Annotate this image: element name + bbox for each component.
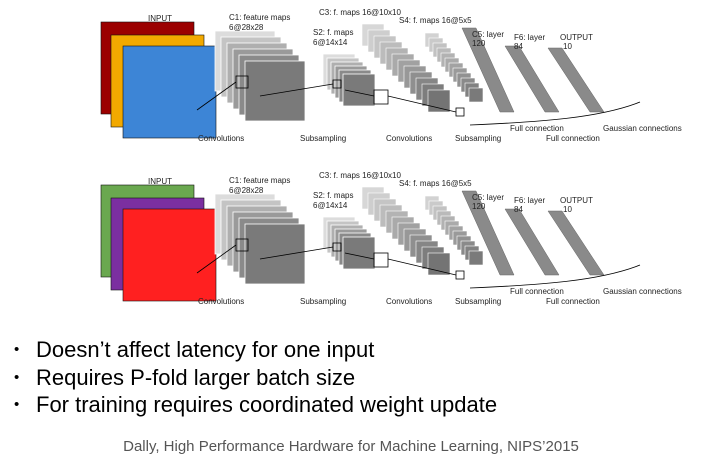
c3-feature-map bbox=[427, 252, 451, 276]
convolutions-label-2: Convolutions bbox=[386, 134, 432, 143]
s2-feature-map bbox=[342, 73, 376, 107]
convolutions-label-1: Convolutions bbox=[198, 134, 244, 143]
bullet-text: For training requires coordinated weight… bbox=[36, 392, 498, 417]
fully-connected-band bbox=[461, 27, 515, 113]
fully-connected-band bbox=[504, 45, 560, 113]
projection-line bbox=[259, 83, 334, 97]
subsampling-label-1: Subsampling bbox=[300, 297, 346, 306]
s2-dims-label: 6@14x14 bbox=[313, 38, 348, 47]
bullet-icon: • bbox=[14, 396, 20, 413]
projection-line bbox=[259, 246, 334, 260]
s2-label: S2: f. maps bbox=[313, 28, 353, 37]
output-dims-label: 10 bbox=[563, 205, 572, 214]
c5-label: C5: layer bbox=[472, 30, 504, 39]
c5-dims-label: 120 bbox=[472, 202, 486, 211]
f6-dims-label: 84 bbox=[514, 42, 523, 51]
gaussian-connections-label: Gaussian connections bbox=[603, 287, 682, 296]
bullet-text: Doesn’t affect latency for one input bbox=[36, 337, 375, 362]
kernel-square bbox=[455, 270, 465, 280]
output-label: OUTPUT bbox=[560, 196, 593, 205]
fully-connected-band bbox=[504, 208, 560, 276]
f6-label: F6: layer bbox=[514, 33, 545, 42]
projection-line bbox=[196, 244, 237, 274]
c1-feature-map bbox=[244, 223, 306, 285]
lenet-diagram-top: INPUT C1: feature maps 6@28x28 S2: f. ma… bbox=[100, 8, 682, 143]
subsampling-label-1: Subsampling bbox=[300, 134, 346, 143]
c1-dims-label: 6@28x28 bbox=[229, 23, 264, 32]
c1-label: C1: feature maps bbox=[229, 13, 290, 22]
f6-label: F6: layer bbox=[514, 196, 545, 205]
gaussian-connection-curve bbox=[469, 101, 641, 126]
subsampling-label-2: Subsampling bbox=[455, 297, 501, 306]
projection-line bbox=[196, 81, 237, 111]
full-connection-label-1: Full connection bbox=[510, 287, 564, 296]
c5-label: C5: layer bbox=[472, 193, 504, 202]
s4-feature-map bbox=[468, 250, 484, 266]
s2-label: S2: f. maps bbox=[313, 191, 353, 200]
output-dims-label: 10 bbox=[563, 42, 572, 51]
input-channel-square bbox=[122, 208, 217, 302]
bullet-icon: • bbox=[14, 341, 20, 358]
full-connection-label-2: Full connection bbox=[546, 134, 600, 143]
input-label: INPUT bbox=[148, 14, 172, 23]
full-connection-label-2: Full connection bbox=[546, 297, 600, 306]
gaussian-connections-label: Gaussian connections bbox=[603, 124, 682, 133]
s4-label: S4: f. maps 16@5x5 bbox=[399, 179, 472, 188]
citation: Dally, High Performance Hardware for Mac… bbox=[123, 438, 579, 455]
kernel-square bbox=[373, 89, 389, 105]
subsampling-label-2: Subsampling bbox=[455, 134, 501, 143]
s2-dims-label: 6@14x14 bbox=[313, 201, 348, 210]
convolutions-label-2: Convolutions bbox=[386, 297, 432, 306]
f6-dims-label: 84 bbox=[514, 205, 523, 214]
s4-feature-map bbox=[468, 87, 484, 103]
bullet-item: • Requires P-fold larger batch size bbox=[14, 364, 497, 392]
bullet-item: • Doesn’t affect latency for one input bbox=[14, 336, 497, 364]
bullet-icon: • bbox=[14, 368, 20, 386]
c3-feature-map bbox=[427, 89, 451, 113]
c1-feature-map bbox=[244, 60, 306, 122]
c1-label: C1: feature maps bbox=[229, 176, 290, 185]
c1-dims-label: 6@28x28 bbox=[229, 186, 264, 195]
bullet-item: • For training requires coordinated weigh… bbox=[14, 391, 497, 419]
bullet-text: Requires P-fold larger batch size bbox=[36, 364, 356, 390]
fully-connected-band bbox=[547, 47, 605, 113]
projection-line bbox=[344, 252, 375, 260]
projection-line bbox=[387, 258, 457, 276]
lenet-diagram-bottom: INPUT C1: feature maps 6@28x28 S2: f. ma… bbox=[100, 171, 682, 306]
kernel-square bbox=[455, 107, 465, 117]
s4-label: S4: f. maps 16@5x5 bbox=[399, 16, 472, 25]
output-label: OUTPUT bbox=[560, 33, 593, 42]
gaussian-connection-curve bbox=[469, 264, 641, 289]
fully-connected-band bbox=[547, 210, 605, 276]
c3-label: C3: f. maps 16@10x10 bbox=[319, 171, 401, 180]
fully-connected-band bbox=[461, 190, 515, 276]
s2-feature-map bbox=[342, 236, 376, 270]
bullet-list: • Doesn’t affect latency for one input • R… bbox=[14, 336, 497, 419]
full-connection-label-1: Full connection bbox=[510, 124, 564, 133]
projection-line bbox=[344, 89, 375, 97]
projection-line bbox=[387, 95, 457, 113]
convolutions-label-1: Convolutions bbox=[198, 297, 244, 306]
c5-dims-label: 120 bbox=[472, 39, 486, 48]
c3-label: C3: f. maps 16@10x10 bbox=[319, 8, 401, 17]
kernel-square bbox=[373, 252, 389, 268]
input-label: INPUT bbox=[148, 177, 172, 186]
input-channel-square bbox=[122, 45, 217, 139]
